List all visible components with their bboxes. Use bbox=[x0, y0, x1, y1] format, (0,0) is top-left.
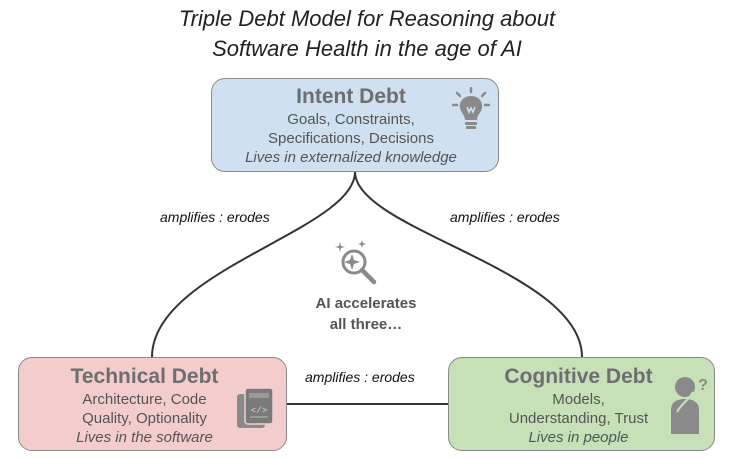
ai-accelerates-line-1: AI accelerates bbox=[315, 295, 417, 312]
sparkle-magnifier-icon bbox=[335, 240, 377, 285]
cognitive-debt-note: Lives in people bbox=[528, 429, 629, 446]
intent-debt-line-1: Goals, Constraints, bbox=[287, 111, 415, 128]
technical-debt-line-2: Quality, Optionality bbox=[82, 410, 207, 427]
cognitive-debt-line-1: Models, bbox=[552, 391, 605, 408]
diagram-title-line-2: Software Health in the age of AI bbox=[212, 36, 522, 61]
connector-intent-technical bbox=[151, 171, 356, 358]
cognitive-debt-heading: Cognitive Debt bbox=[504, 365, 653, 388]
connector-intent-cognitive bbox=[354, 171, 583, 358]
technical-debt-note: Lives in the software bbox=[76, 429, 213, 446]
edge-label-technical-cognitive: amplifies : erodes bbox=[305, 369, 415, 385]
intent-debt-heading: Intent Debt bbox=[296, 85, 406, 108]
edge-label-intent-cognitive: amplifies : erodes bbox=[450, 209, 560, 225]
diagram-title-line-1: Triple Debt Model for Reasoning about bbox=[178, 6, 556, 31]
technical-debt-line-1: Architecture, Code bbox=[82, 391, 207, 408]
ai-accelerates-label: AI accelerates all three… bbox=[296, 293, 436, 335]
intent-debt-box: Intent Debt Goals, Constraints, Specific… bbox=[211, 78, 499, 172]
svg-text:</>: </> bbox=[251, 406, 267, 416]
cognitive-debt-line-2: Understanding, Trust bbox=[508, 410, 649, 427]
svg-text:?: ? bbox=[698, 377, 708, 394]
code-document-icon: </> bbox=[237, 387, 274, 428]
technical-debt-box: Technical Debt Architecture, Code Qualit… bbox=[18, 357, 287, 451]
cognitive-debt-box: Cognitive Debt Models, Understanding, Tr… bbox=[448, 357, 715, 451]
edge-label-intent-technical: amplifies : erodes bbox=[160, 209, 270, 225]
technical-debt-heading: Technical Debt bbox=[70, 365, 219, 388]
intent-debt-note: Lives in externalized knowledge bbox=[245, 149, 457, 166]
confused-person-icon: ? bbox=[671, 377, 708, 434]
ai-accelerates-line-2: all three… bbox=[329, 316, 403, 333]
lightbulb-icon bbox=[452, 87, 490, 129]
intent-debt-line-2: Specifications, Decisions bbox=[268, 130, 434, 147]
